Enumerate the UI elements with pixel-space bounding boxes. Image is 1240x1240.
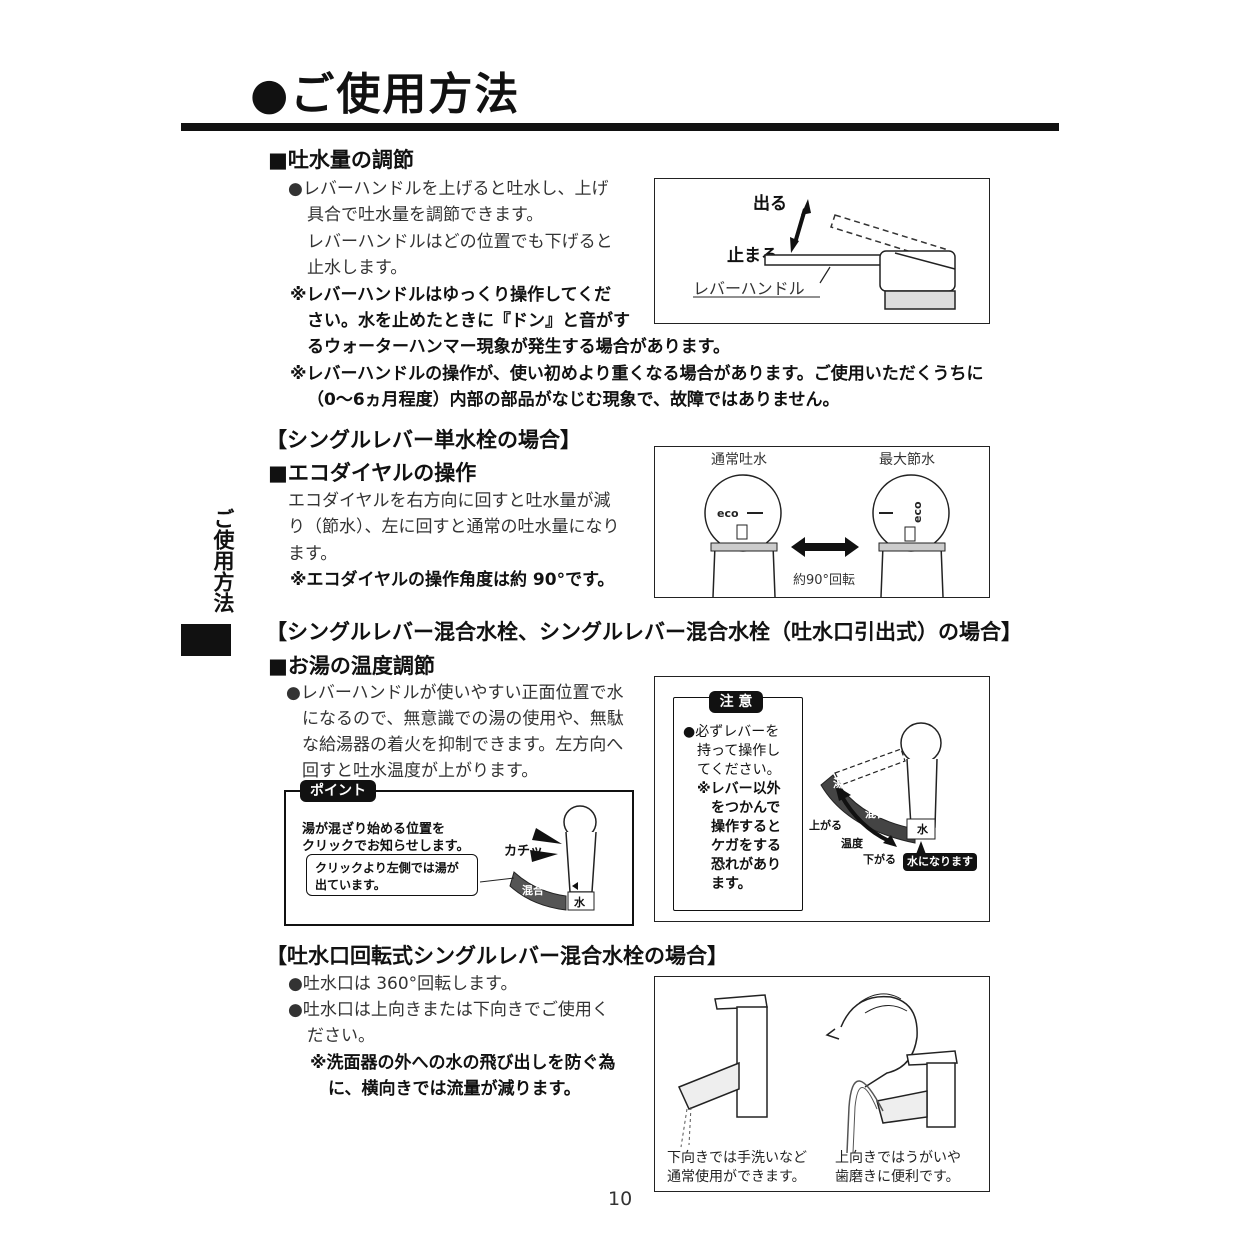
eco-line-2: り（節水）、左に回すと通常の吐水量になり [288,517,620,537]
caption-right-2: 歯磨きに便利です。 [835,1169,960,1185]
mixer-section-title: 【シングルレバー混合水栓、シングルレバー混合水栓（吐水口引出式）の場合】 [266,620,1022,644]
caution-sub-2: をつかんで [711,800,781,816]
temp-line-2: になるので、無意識での湯の使用や、無駄 [302,709,624,729]
point-inner-box: クリックより左側では湯が 出ています。 [306,854,478,896]
caution-figure: 注 意 ●必ずレバーを 持って操作し てください。 ※レバー以外 をつかんで 操… [654,676,990,922]
point-mix-label: 混合 [522,884,544,897]
caution-mix-label: 混合 [865,807,887,820]
caption-left-2: 通常使用ができます。 [667,1169,806,1185]
point-badge: ポイント [300,780,376,802]
caution-sub-6: ます。 [711,876,752,892]
flow-line-3: レバーハンドルはどの位置でも下げると [307,232,613,252]
eco-line-3: ます。 [288,544,338,564]
caution-water-badge: 水になります [903,853,977,871]
caution-badge: 注 意 [709,691,763,713]
flow-note-4: ※レバーハンドルの操作が、使い初めより重くなる場合があります。ご使用いただくうち… [290,364,984,384]
flow-line-2: 具合で吐水量を調節できます。 [307,205,544,225]
swivel-line-1: ●吐水口は 360°回転します。 [288,974,518,994]
point-box: ポイント 湯が混ざり始める位置を クリックでお知らせします。 クリックより左側で… [284,780,634,926]
flow-heading: ■吐水量の調節 [268,148,414,172]
temp-line-3: な給湯器の着火を抑制できます。左方向へ [302,735,624,755]
swivel-line-3: ださい。 [307,1026,375,1046]
caution-line-1: ●必ずレバーを [683,724,780,740]
faucet-lever-drawing [693,199,956,310]
side-tab-marker [181,624,231,656]
caution-up-label: 上がる [809,819,842,832]
flow-note-3: るウォーターハンマー現象が発生する場合があります。 [307,337,730,357]
label-max-saving: 最大節水 [879,452,935,468]
page-number: 10 [608,1188,633,1210]
swivel-section-title: 【吐水口回転式シングルレバー混合水栓の場合】 [266,944,728,968]
swivel-figure: 下向きでは手洗いなど 通常使用ができます。 上向きではうがいや 歯磨きに便利です… [654,976,990,1192]
eco-dial-figure: 通常吐水 最大節水 約90°回転 eco eco [654,446,990,598]
caution-hot-label: 湯 [833,777,844,790]
lever-figure: 出る 止まる レバーハンドル [654,178,990,324]
label-out: 出る [753,194,787,214]
caption-left-1: 下向きでは手洗いなど [667,1150,807,1166]
eco-dial-text-left: eco [717,507,739,520]
caution-line-3: てください。 [697,762,781,778]
point-line-1: 湯が混ざり始める位置を [302,822,446,837]
swivel-drawing [677,993,958,1154]
flow-note-2: さい。水を止めたときに『ドン』と音がす [307,311,630,331]
flow-note-1: ※レバーハンドルはゆっくり操作してくだ [290,285,612,305]
flow-line-1: ●レバーハンドルを上げると吐水し、上げ [288,179,609,199]
swivel-line-2: ●吐水口は上向きまたは下向きでご使用く [288,1000,609,1020]
swivel-note-2: に、横向きでは流量が減ります。 [328,1079,581,1099]
swivel-note-1: ※洗面器の外への水の飛び出しを防ぐ為 [310,1053,616,1073]
point-water-label: 水 [574,896,585,909]
eco-dial-drawing: eco eco [704,474,950,598]
flow-note-5: （0〜6ヵ月程度）内部の部品がなじむ現象で、故障ではありません。 [307,390,840,410]
eco-line-1: エコダイヤルを右方向に回すと吐水量が減 [288,491,611,511]
caution-line-2: 持って操作し [697,743,781,759]
label-normal-flow: 通常吐水 [711,452,767,468]
caution-temp-label: 温度 [841,837,863,850]
caption-right-1: 上向きではうがいや [835,1150,961,1166]
title-rule [181,123,1059,131]
temp-heading: ■お湯の温度調節 [268,654,435,678]
caution-sub-5: 恐れがあり [711,857,781,873]
page-title: ●ご使用方法 [250,69,521,120]
eco-dial-text-right: eco [911,501,924,523]
caution-down-label: 下がる [863,853,896,866]
eco-heading: ■エコダイヤルの操作 [268,461,477,485]
point-lever-drawing [479,805,597,911]
temp-line-4: 回すと吐水温度が上がります。 [302,761,539,781]
caution-sub-1: ※レバー以外 [697,781,781,797]
label-rotate: 約90°回転 [793,573,856,588]
caution-sub-4: ケガをする [711,838,781,854]
eco-note: ※エコダイヤルの操作角度は約 90°です。 [290,570,615,590]
flow-line-4: 止水します。 [307,258,408,278]
side-tab-label: ご使用方法 [211,508,235,613]
temp-line-1: ●レバーハンドルが使いやすい正面位置で水 [286,683,624,703]
point-inner-line-1: クリックより左側では湯が [315,861,459,875]
label-lever: レバーハンドル [693,279,805,298]
point-inner-line-2: 出ています。 [315,878,386,892]
single-section-title: 【シングルレバー単水栓の場合】 [266,428,581,452]
caution-water-label: 水 [917,823,928,836]
point-line-2: クリックでお知らせします。 [302,839,470,854]
caution-sub-3: 操作すると [711,819,781,835]
caution-lever-drawing [820,722,942,857]
